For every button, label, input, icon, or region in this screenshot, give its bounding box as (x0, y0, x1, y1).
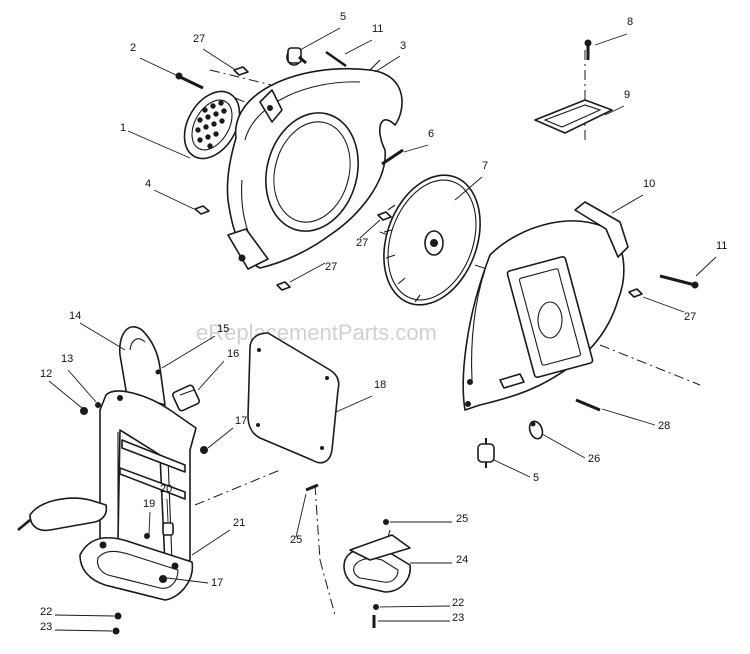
callout-number-3: 3 (400, 40, 406, 52)
callout-number-18: 18 (374, 379, 386, 391)
screw-part-28 (575, 398, 601, 412)
callout-number-6: 6 (428, 128, 434, 140)
front-housing-part-3 (226, 59, 403, 270)
impeller-part-7 (383, 174, 481, 306)
callout-number-28: 28 (658, 420, 670, 432)
callout-number-27: 27 (356, 237, 368, 249)
callout-number-11: 11 (716, 240, 727, 252)
back-pad-part-18 (247, 332, 340, 464)
callout-number-22: 22 (452, 597, 464, 609)
callout-number-27: 27 (325, 261, 337, 273)
callout-number-24: 24 (456, 554, 468, 566)
callout-number-12: 12 (40, 368, 52, 380)
callout-number-27: 27 (684, 311, 696, 323)
nut-part-27 (233, 66, 643, 298)
callout-number-16: 16 (227, 348, 239, 360)
callout-number-11: 11 (372, 23, 383, 35)
callout-number-21: 21 (233, 517, 245, 529)
callout-number-27: 27 (193, 33, 205, 45)
callout-number-26: 26 (588, 453, 600, 465)
callout-number-25: 25 (456, 513, 468, 525)
bolt-part-11 (325, 50, 699, 289)
screw-part-2 (175, 72, 204, 90)
callout-number-25: 25 (290, 534, 302, 546)
callout-number-4: 4 (145, 178, 151, 190)
fastener-parts-frame (80, 369, 208, 583)
callout-number-17: 17 (235, 415, 247, 427)
callout-number-8: 8 (627, 16, 633, 28)
strap-bracket-part-16 (171, 384, 201, 412)
callout-number-10: 10 (643, 178, 655, 190)
callout-number-5: 5 (533, 472, 539, 484)
callout-number-15: 15 (217, 323, 229, 335)
gasket-part-9 (534, 99, 613, 134)
callout-number-7: 7 (482, 160, 488, 172)
callout-number-22: 22 (40, 606, 52, 618)
isolator-mount-part-5 (286, 47, 307, 66)
rear-housing-part-10 (462, 201, 629, 411)
foot-part-24 (343, 534, 411, 593)
callout-number-23: 23 (40, 621, 52, 633)
callout-number-14: 14 (69, 310, 81, 322)
callout-number-2: 2 (130, 42, 136, 54)
callout-number-1: 1 (120, 122, 126, 134)
screw-part-6 (381, 148, 404, 166)
callout-number-5: 5 (340, 11, 346, 23)
fastener-parts-22-23-left (112, 612, 122, 635)
leader-lines (48, 27, 717, 632)
isolator-mount-part-5-lower (477, 438, 495, 468)
intake-grille-part-1 (183, 90, 241, 160)
clip-part-26 (528, 420, 544, 440)
callout-number-17: 17 (211, 577, 223, 589)
callout-number-20: 20 (160, 483, 172, 495)
screw-part-8 (584, 39, 592, 60)
bushing-part-4 (194, 205, 210, 215)
callout-number-23: 23 (452, 612, 464, 624)
watermark-text: eReplacementParts.com (196, 320, 437, 345)
fastener-parts-22-23-right (372, 604, 379, 628)
callout-number-13: 13 (61, 353, 73, 365)
callout-number-19: 19 (143, 498, 155, 510)
callout-number-9: 9 (624, 89, 630, 101)
screw-part-25 (305, 483, 389, 525)
